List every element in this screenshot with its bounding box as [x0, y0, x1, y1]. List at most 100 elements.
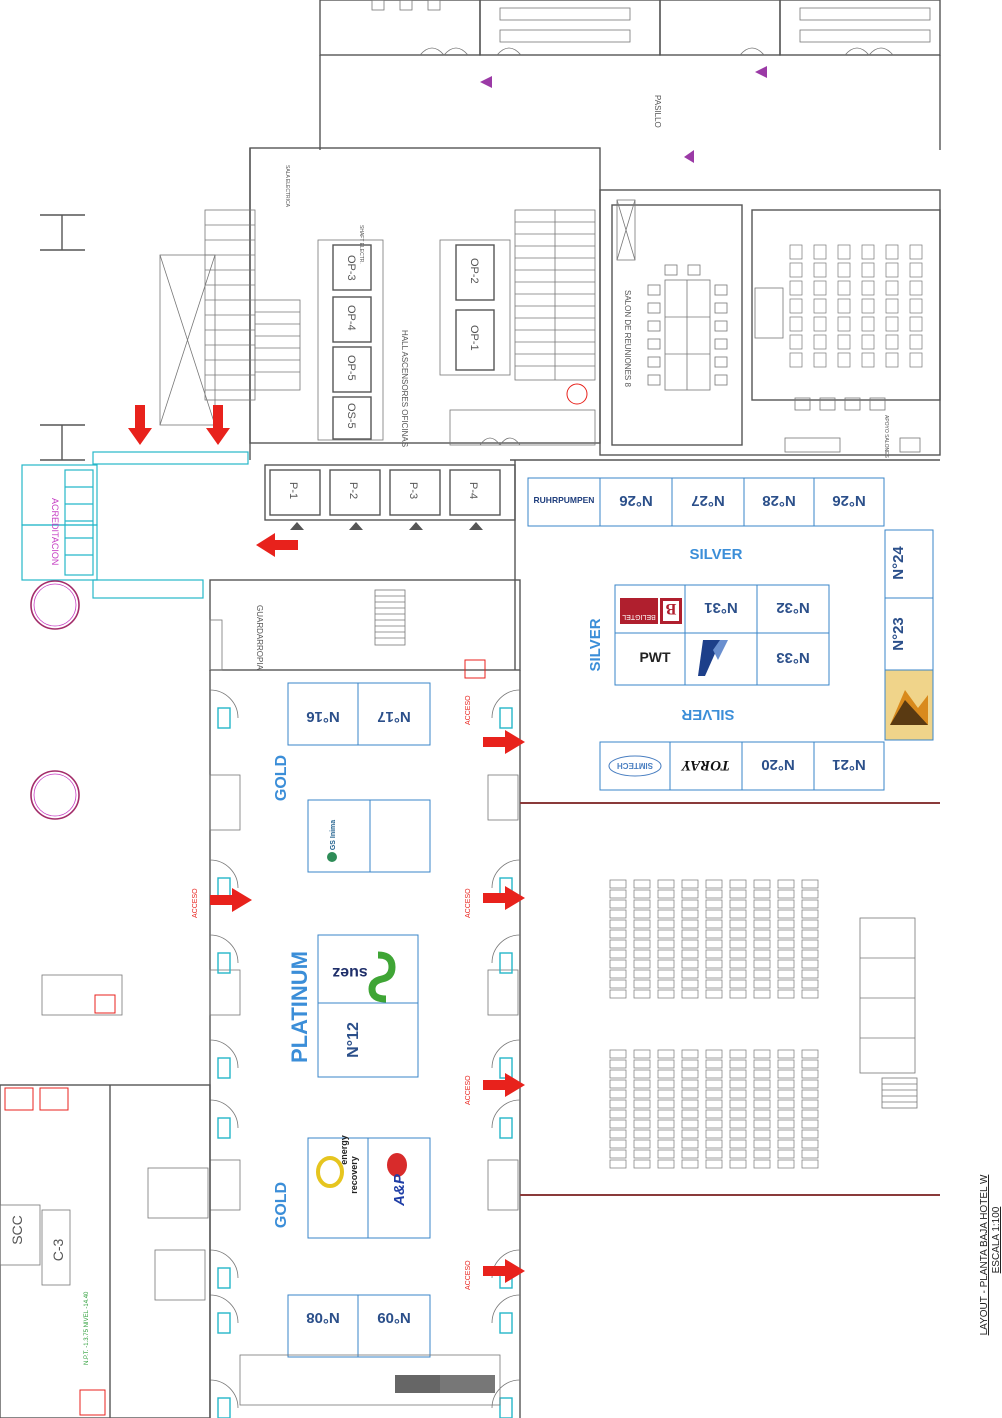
audience-seat [609, 1059, 627, 1069]
audience-seat [633, 959, 651, 969]
audience-seat [753, 879, 771, 889]
audience-seat [633, 979, 651, 989]
audience-seat [657, 1159, 675, 1169]
door-leaf[interactable] [217, 1267, 231, 1289]
logo-energy-2: recovery [349, 1156, 359, 1194]
audience-seat [729, 1159, 747, 1169]
auditorium-seat-row [837, 244, 851, 260]
door-leaf[interactable] [499, 952, 513, 974]
door-swing [209, 1039, 239, 1069]
audience-seat [801, 1089, 819, 1099]
door-leaf[interactable] [499, 1312, 513, 1334]
booth-energy-recovery[interactable] [307, 1137, 369, 1239]
audience-seat [633, 889, 651, 899]
audience-seat [729, 1119, 747, 1129]
audience-seat [633, 1139, 651, 1149]
booth-26a[interactable] [599, 477, 673, 527]
audience-seat [777, 989, 795, 999]
booth-20[interactable] [741, 741, 815, 791]
audience-seat [801, 1159, 819, 1169]
audience-seat [633, 1079, 651, 1089]
audience-seat [729, 1149, 747, 1159]
booth-label-23: N°23 [890, 617, 907, 651]
door-swing [209, 1099, 239, 1129]
tier-silver-left: SILVER [587, 618, 604, 671]
booth-label-32: N°32 [776, 599, 810, 616]
auditorium-seat-row [789, 262, 803, 278]
audience-seat [609, 919, 627, 929]
entry-arrows-top[interactable] [128, 405, 298, 557]
door-leaf[interactable] [499, 1117, 513, 1139]
door-leaf[interactable] [217, 707, 231, 729]
audience-seat [753, 929, 771, 939]
audience-seat [753, 1099, 771, 1109]
booth-label-16: N°16 [306, 708, 340, 725]
door-leaf[interactable] [499, 1397, 513, 1418]
booth-27[interactable] [671, 477, 745, 527]
audience-seat [705, 969, 723, 979]
booth-09[interactable] [357, 1294, 431, 1358]
audience-seat [681, 1089, 699, 1099]
audience-seat [609, 1109, 627, 1119]
audience-seat [609, 949, 627, 959]
audience-seat [705, 1109, 723, 1119]
door-leaf[interactable] [217, 1312, 231, 1334]
booth-12[interactable] [317, 1002, 419, 1078]
logo-energy-1: energy [339, 1135, 349, 1165]
door-swing [209, 859, 239, 889]
acceso-arrows[interactable] [210, 730, 525, 1283]
booth-08[interactable] [287, 1294, 359, 1358]
audience-seat [681, 1059, 699, 1069]
silver-island [614, 584, 830, 686]
booth-23[interactable] [884, 597, 934, 671]
door-leaf[interactable] [217, 952, 231, 974]
audience-seat [801, 979, 819, 989]
acceso-label-5: ACCESO [192, 888, 199, 918]
booth-33[interactable] [756, 632, 830, 686]
audience-seat [633, 989, 651, 999]
door-leaf[interactable] [217, 1057, 231, 1079]
audience-seat [609, 939, 627, 949]
audience-seat [657, 889, 675, 899]
audience-seat [681, 919, 699, 929]
top-rooms [319, 0, 941, 163]
audience-seat [609, 879, 627, 889]
booth-pwt[interactable] [614, 632, 686, 686]
booth-label-31: N°31 [704, 599, 738, 616]
booth-suez[interactable] [317, 934, 419, 1004]
audience-seat [801, 1099, 819, 1109]
booth-gs-inima[interactable] [307, 799, 371, 873]
booth-17[interactable] [357, 682, 431, 746]
audience-seat [753, 949, 771, 959]
audience-seat [633, 909, 651, 919]
booth-empty[interactable] [369, 799, 431, 873]
audience-seat [753, 979, 771, 989]
auditorium-seat-row [813, 262, 827, 278]
audience-seat [729, 1079, 747, 1089]
booth-32[interactable] [756, 584, 830, 634]
booth-26b[interactable] [813, 477, 885, 527]
door-leaf[interactable] [499, 707, 513, 729]
booth-21[interactable] [813, 741, 885, 791]
audience-seat [753, 889, 771, 899]
door-leaf[interactable] [217, 1397, 231, 1418]
audience-seat [657, 959, 675, 969]
audience-seat [753, 1129, 771, 1139]
booth-16[interactable] [287, 682, 359, 746]
audience-seat [681, 1119, 699, 1129]
auditorium-seat-row [813, 244, 827, 260]
audience-seat [753, 1089, 771, 1099]
auditorium-seat-row [861, 244, 875, 260]
audience-seat [681, 929, 699, 939]
audience-seat [657, 1099, 675, 1109]
nivel-label: N.P.T. -1.3.75 NIVEL -14.40 [84, 1291, 90, 1365]
audience-seat [657, 1129, 675, 1139]
door-leaf[interactable] [217, 1117, 231, 1139]
gold-top-booths [287, 682, 431, 873]
audience-seat [801, 889, 819, 899]
tier-silver-top: SILVER [689, 546, 742, 563]
elevator-p2: P-2 [347, 482, 359, 499]
booth-simtech[interactable] [599, 741, 671, 791]
audience-seat [777, 1059, 795, 1069]
door-swing [209, 1294, 239, 1324]
